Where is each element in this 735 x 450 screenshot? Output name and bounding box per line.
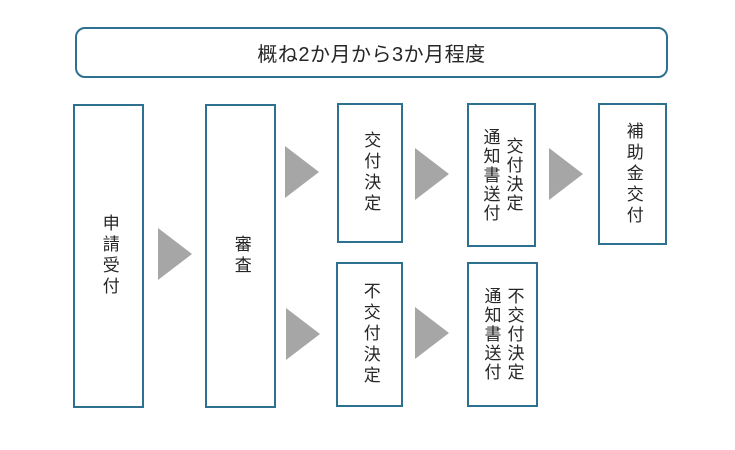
step-box-review: 審査 xyxy=(205,104,276,408)
step-label-review: 審査 xyxy=(231,235,251,277)
step-box-subsidy-payment: 補助金交付 xyxy=(598,103,667,245)
step-box-grant-decision: 交付決定 xyxy=(337,103,403,243)
step-label-rejection-decision: 不交付決定 xyxy=(360,282,380,387)
step-box-rejection-decision-notice: 不交付決定 通知書送付 xyxy=(467,262,538,407)
flow-arrow-icon xyxy=(285,146,319,198)
step-label-grant-decision-notice: 交付決定 通知書送付 xyxy=(480,127,523,223)
duration-banner: 概ね2か月から3か月程度 xyxy=(75,27,668,78)
step-label-grant-decision: 交付決定 xyxy=(361,131,381,215)
duration-banner-label: 概ね2か月から3か月程度 xyxy=(257,44,486,66)
step-label-rejection-decision-notice: 不交付決定 通知書送付 xyxy=(481,287,524,382)
flow-arrow-icon xyxy=(549,148,583,200)
flow-arrow-icon xyxy=(286,308,320,360)
flow-arrow-icon xyxy=(415,307,449,359)
flow-arrow-icon xyxy=(415,148,449,200)
step-box-grant-decision-notice: 交付決定 通知書送付 xyxy=(467,103,536,247)
step-label-application: 申請受付 xyxy=(99,214,119,298)
flow-arrow-icon xyxy=(158,228,192,280)
step-box-application: 申請受付 xyxy=(73,104,144,408)
step-box-rejection-decision: 不交付決定 xyxy=(336,262,403,407)
step-label-subsidy-payment: 補助金交付 xyxy=(623,121,643,227)
